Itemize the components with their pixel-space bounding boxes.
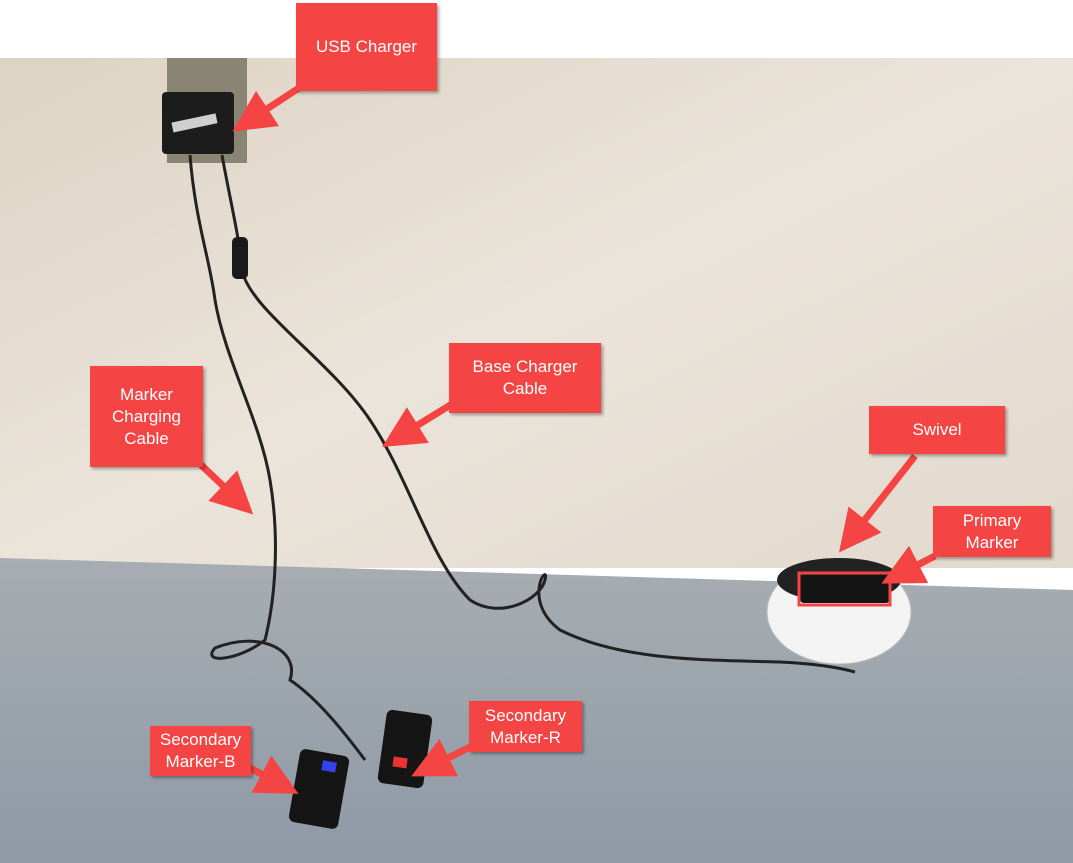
arrow-primary-marker bbox=[881, 545, 937, 584]
callout-primary-marker: Primary Marker bbox=[933, 506, 1051, 557]
callout-base-charger-cable: Base Charger Cable bbox=[449, 343, 601, 413]
ferrite-core bbox=[232, 237, 248, 279]
arrow-usb-charger bbox=[232, 83, 304, 132]
callout-swivel: Swivel bbox=[869, 406, 1005, 454]
arrow-swivel bbox=[839, 453, 918, 553]
arrow-secondary-r bbox=[411, 738, 474, 777]
marker-charging-cable bbox=[188, 154, 367, 761]
wall bbox=[0, 58, 1073, 568]
callout-marker-charging-cable: Marker Charging Cable bbox=[90, 366, 203, 467]
callout-usb-charger: USB Charger bbox=[296, 3, 437, 91]
primary-marker-device bbox=[800, 575, 890, 603]
primary-marker-highlight bbox=[797, 571, 892, 607]
arrow-marker-cable bbox=[195, 459, 254, 515]
callout-secondary-marker-b: Secondary Marker-B bbox=[150, 726, 251, 776]
base-charger-cable bbox=[220, 154, 856, 674]
arrow-base-cable bbox=[382, 401, 454, 448]
arrow-secondary-b bbox=[248, 755, 299, 794]
callout-secondary-marker-r: Secondary Marker-R bbox=[469, 701, 582, 752]
